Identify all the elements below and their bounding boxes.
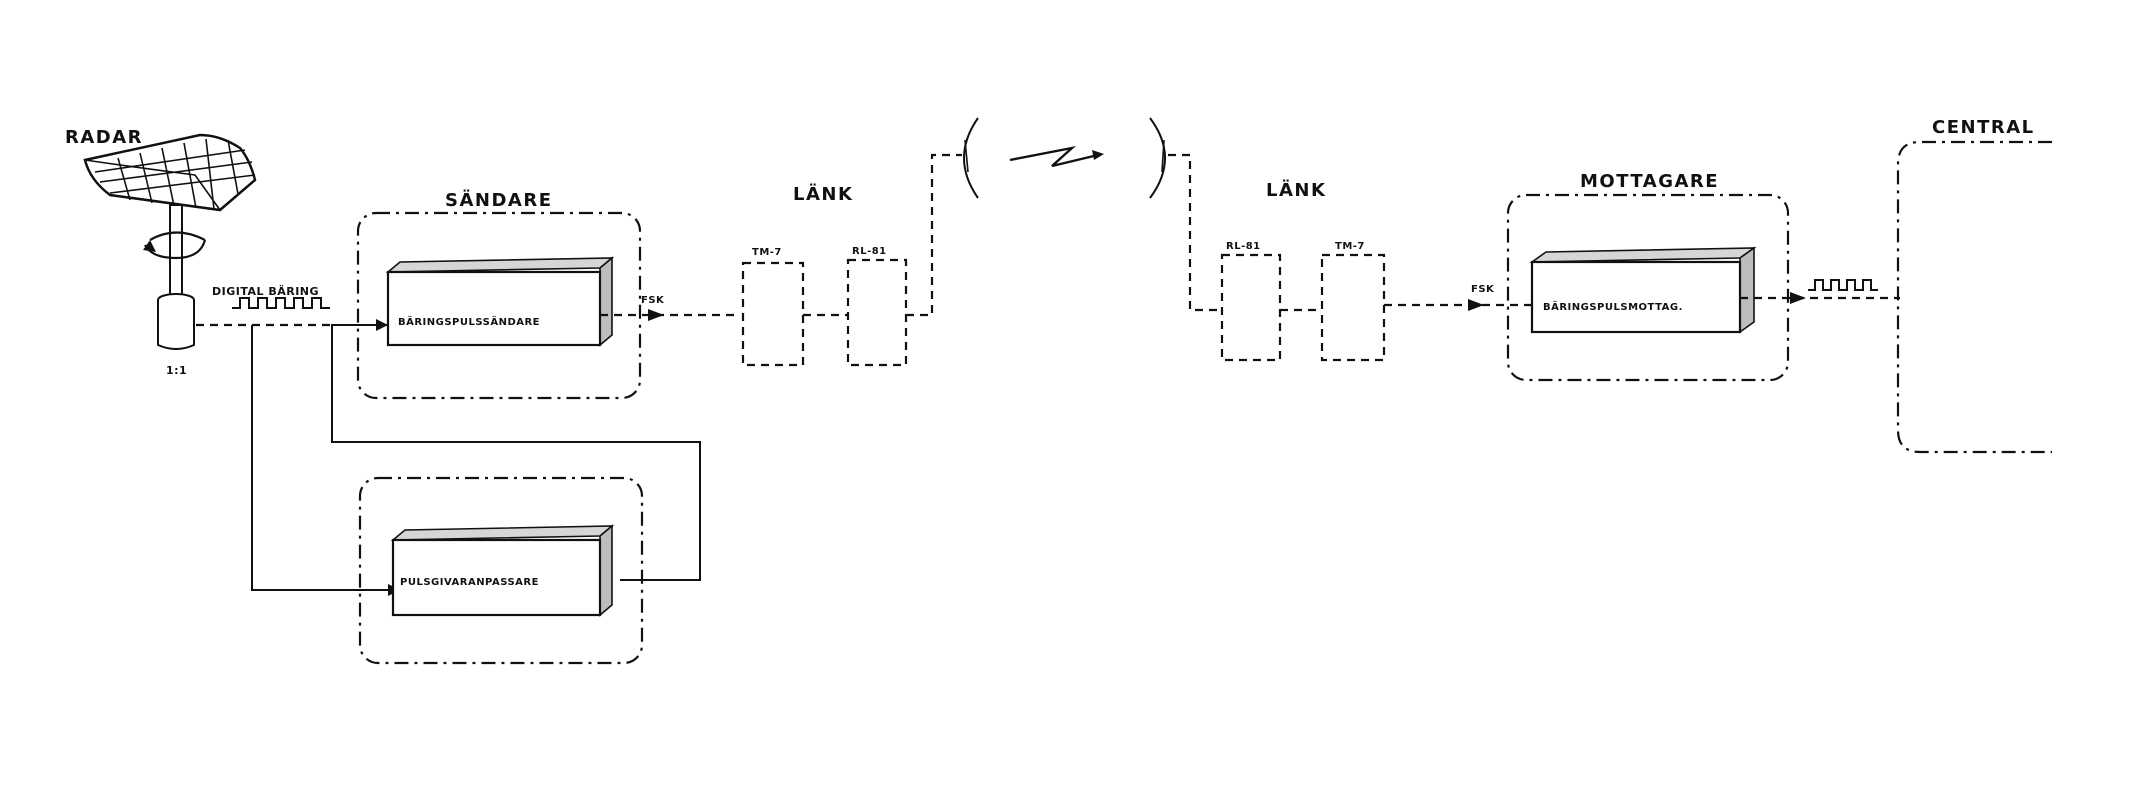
adapter-block-label: PULSGIVARANPASSARE [400,577,539,588]
central-group [1896,140,2052,454]
left-antenna-feed [906,153,962,317]
transmitter-label: SÄNDARE [445,189,553,211]
transmitter-block [385,256,615,347]
rl81-left-label: RL-81 [852,246,887,257]
radar-antenna-icon [83,133,257,350]
pulse-train-icon [232,297,330,309]
ratio-label: 1:1 [166,364,187,377]
tm7-left-box [741,261,805,367]
digital-bearing-label: DIGITAL BÄRING [212,284,319,298]
receiver-block-label: BÄRINGSPULSMOTTAG. [1543,299,1683,313]
receiver-block [1529,246,1757,334]
right-antenna-feed [1168,153,1222,312]
radar-label: RADAR [65,127,143,148]
pulse-train-out-icon [1808,279,1878,291]
tm7-left-label: TM-7 [752,247,782,258]
fsk-tx-label: FSK [641,295,665,306]
tm7-right-label: TM-7 [1335,241,1365,252]
adapter-group [358,476,644,665]
link-right-label: LÄNK [1266,179,1326,201]
adapter-block [390,524,615,617]
radio-link-icon [963,117,1166,199]
rl81-left-box [846,258,908,367]
receiver-group [1506,193,1790,382]
fsk-rx-label: FSK [1471,284,1495,295]
radar-to-adapter-line [251,325,388,591]
rl81-right-box [1220,253,1282,362]
transmitter-block-label: BÄRINGSPULSSÄNDARE [398,314,540,328]
transmitter-group [356,211,642,400]
link-left-label: LÄNK [793,183,853,205]
feedback-loop-line [331,324,701,581]
tm7-right-box [1320,253,1386,362]
central-label: CENTRAL [1932,117,2035,138]
rl81-right-label: RL-81 [1226,241,1261,252]
receiver-label: MOTTAGARE [1580,171,1719,192]
